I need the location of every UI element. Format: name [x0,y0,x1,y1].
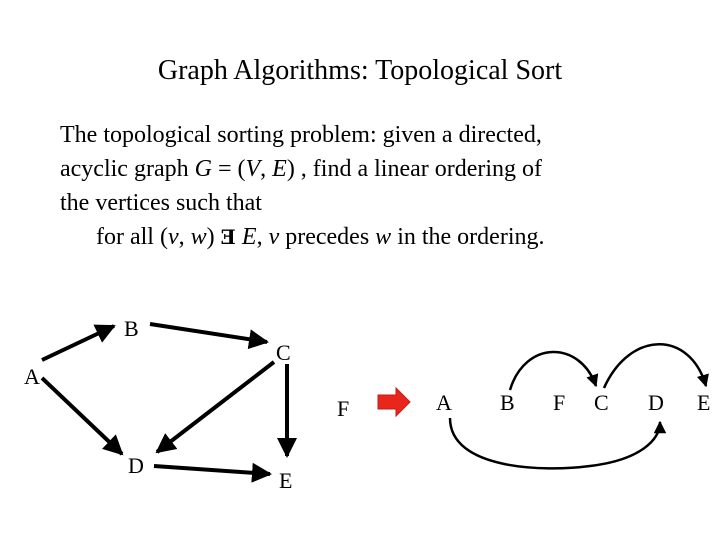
order-edge-b-c [508,350,599,391]
math-E: E [241,224,257,250]
vertex-f: F [337,396,349,421]
statement-line-2: acyclic graph G = (V, E) , find a linear… [60,152,700,186]
text-fragment: ) , find a linear ordering of [286,156,543,182]
text-fragment: ) [206,224,221,250]
text-fragment: = ( [211,156,246,182]
ordering-edges [448,343,709,470]
text-fragment: , [178,224,191,250]
order-item-4: C [594,390,609,415]
arrow-right-icon [377,386,411,418]
edge-c-d [155,360,276,454]
text-fragment: acyclic graph [60,156,195,182]
order-item-1: A [436,390,452,415]
text-fragment: in the ordering. [391,224,545,250]
dag-edges [40,322,297,483]
text-fragment: for all ( [96,224,168,250]
order-item-5: D [648,390,664,415]
edge-a-b [41,324,116,362]
vertex-a: A [24,364,40,389]
edge-d-e [153,462,272,483]
text-fragment: precedes [279,224,376,250]
text-fragment: , [256,224,269,250]
edge-a-d [40,376,124,456]
math-w: w [190,224,207,250]
problem-statement: The topological sorting problem: given a… [60,118,700,254]
math-v: v [167,224,179,250]
element-of-symbol: Ǝ [220,225,236,249]
order-edge-c-e [602,343,709,389]
order-edge-a-d [448,417,667,470]
vertex-d: D [128,453,144,478]
order-item-2: B [500,390,515,415]
statement-line-4: for all (v, w) Ǝ E, v precedes w in the … [60,220,700,254]
vertex-b: B [124,316,139,341]
math-v: v [268,224,280,250]
order-item-3: F [553,390,565,415]
math-V: V [245,156,261,182]
slide-title: Graph Algorithms: Topological Sort [157,55,563,86]
vertex-e: E [279,468,292,493]
text-fragment: , [260,156,273,182]
math-G: G [194,156,212,182]
statement-line-3: the vertices such that [60,190,262,216]
math-w: w [375,224,392,250]
math-E: E [272,156,287,182]
vertex-c: C [276,340,291,365]
order-item-6: E [697,390,710,415]
edge-b-c [149,322,269,350]
statement-line-1: The topological sorting problem: given a… [60,122,542,148]
